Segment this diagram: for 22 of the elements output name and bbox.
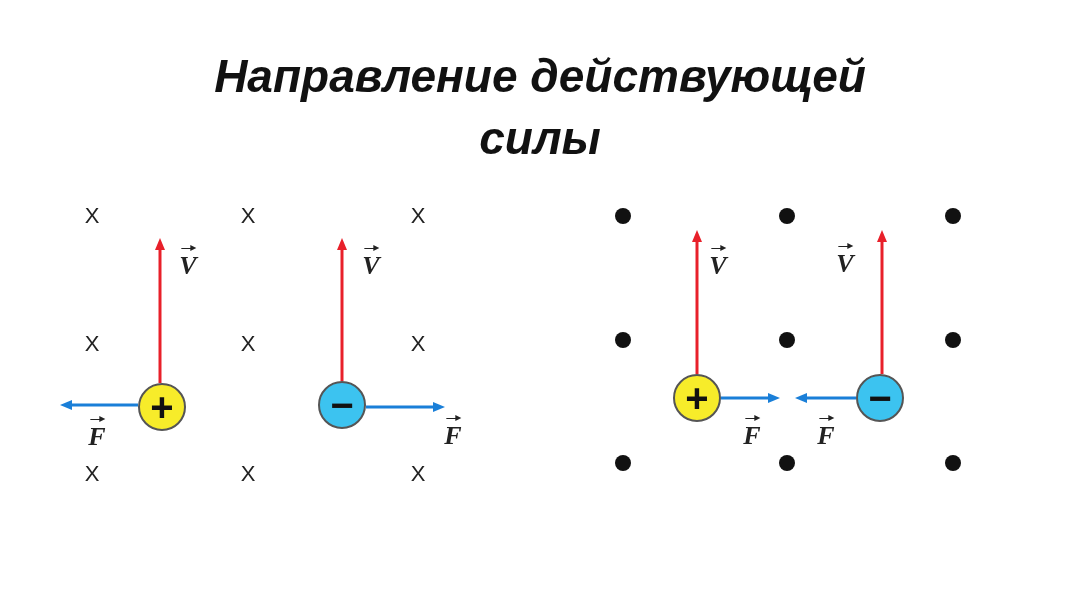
vector-label: V (362, 245, 380, 279)
field-cross-mark: X (410, 205, 426, 227)
field-cross-mark: X (240, 205, 256, 227)
charge-circle: + (138, 383, 186, 431)
vector-label: V (709, 245, 727, 279)
field-cross-mark: X (84, 205, 100, 227)
field-cross-mark: X (84, 333, 100, 355)
charge-circle: − (318, 381, 366, 429)
field-cross-mark: X (240, 463, 256, 485)
field-cross-mark: X (84, 463, 100, 485)
title: Направление действующей силы (213, 49, 867, 166)
vector-label: F (444, 415, 462, 449)
field-cross-mark: X (410, 463, 426, 485)
vector-label: F (743, 415, 761, 449)
vector-label: F (817, 415, 835, 449)
field-cross-mark: X (410, 333, 426, 355)
charge-circle: − (856, 374, 904, 422)
vector-label: F (88, 416, 106, 450)
vector-label: V (179, 245, 197, 279)
charge-circle: + (673, 374, 721, 422)
vector-label: V (836, 243, 854, 277)
field-cross-mark: X (240, 333, 256, 355)
